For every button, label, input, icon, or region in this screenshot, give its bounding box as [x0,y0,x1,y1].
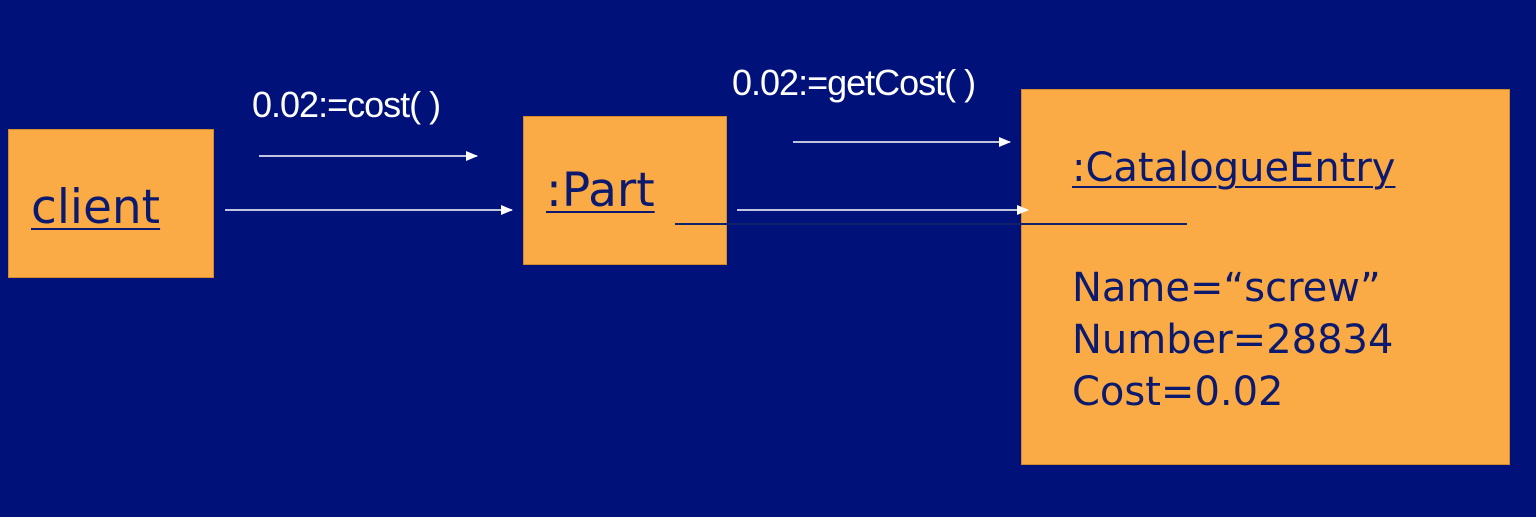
part-object: :Part [523,116,727,265]
message-cost-label: 0.02:=cost( ) [252,84,441,125]
message-getcost-label: 0.02:=getCost( ) [732,62,976,103]
attribute-cost: Cost=0.02 [1072,369,1284,415]
attribute-number: Number=28834 [1072,317,1394,363]
client-object-title: client [31,180,161,235]
catalogue-entry-object: :CatalogueEntry Name=“screw” Number=2883… [1021,89,1510,465]
attribute-name: Name=“screw” [1072,265,1381,311]
catalogue-entry-object-title: :CatalogueEntry [1072,145,1396,191]
client-object: client [8,129,214,278]
part-object-title: :Part [546,163,655,218]
